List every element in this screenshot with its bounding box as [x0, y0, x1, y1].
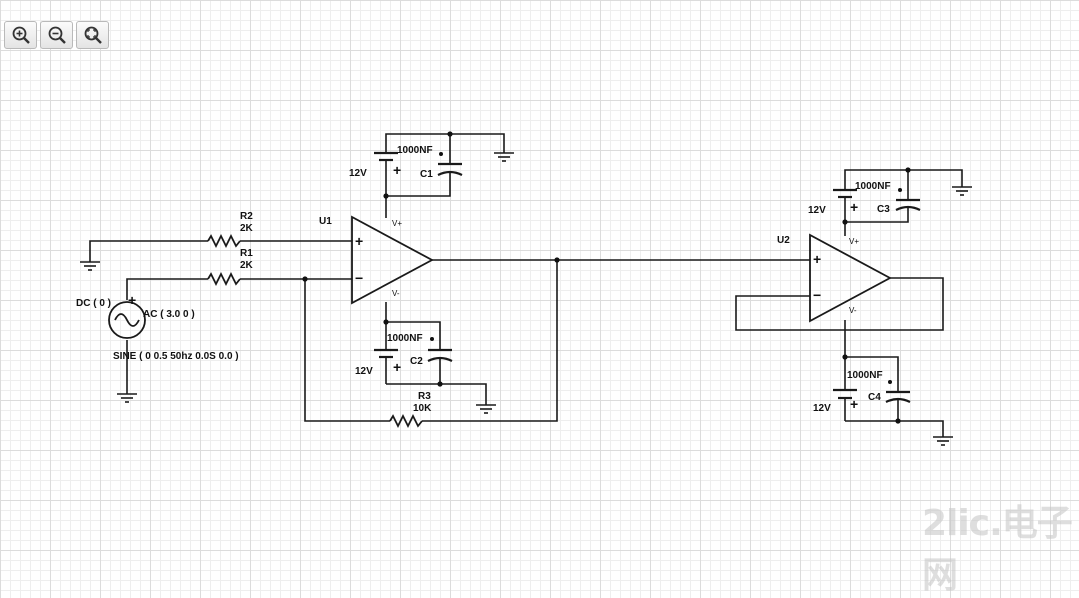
battery-u2-vminus[interactable]: + 12V [813, 388, 858, 414]
svg-text:+: + [128, 292, 136, 308]
svg-text:C3: C3 [877, 204, 890, 215]
svg-text:12V: 12V [813, 403, 831, 414]
ground-source [117, 393, 137, 403]
opamp-u2[interactable]: + − U2 V+ V- [777, 233, 892, 323]
svg-text:+: + [850, 199, 858, 215]
ac-voltage-source[interactable]: + DC ( 0 ) AC ( 3.0 0 ) SINE ( 0 0.5 50h… [76, 292, 239, 362]
resistor-r2[interactable]: R2 2K [207, 211, 254, 249]
resistor-r3[interactable]: R3 10K [389, 391, 432, 429]
zoom-fit-icon [84, 26, 102, 44]
svg-text:AC ( 3.0 0 ): AC ( 3.0 0 ) [143, 309, 195, 320]
capacitor-c4[interactable]: 1000NF C4 [847, 370, 911, 403]
capacitor-c2[interactable]: 1000NF C2 [387, 333, 453, 367]
svg-text:1000NF: 1000NF [855, 181, 891, 192]
svg-text:1000NF: 1000NF [397, 145, 433, 156]
svg-text:+: + [393, 359, 401, 375]
svg-text:+: + [393, 162, 401, 178]
resistor-r1[interactable]: R1 2K [207, 248, 254, 287]
battery-u2-vplus[interactable]: + 12V [808, 188, 858, 216]
zoom-out-icon [48, 26, 66, 44]
zoom-out-button[interactable] [40, 21, 73, 49]
junctions [302, 131, 911, 424]
ground-c3 [952, 186, 972, 196]
svg-text:C2: C2 [410, 356, 423, 367]
battery-u1-vplus[interactable]: + 12V [349, 151, 401, 179]
svg-text:12V: 12V [808, 205, 826, 216]
svg-text:V-: V- [392, 289, 400, 298]
svg-text:R1: R1 [240, 248, 253, 259]
ground-c1 [494, 152, 514, 162]
site-watermark: 2lic.电子网 [922, 503, 1073, 596]
svg-text:R2: R2 [240, 211, 253, 222]
capacitor-c3[interactable]: 1000NF C3 [855, 181, 921, 215]
svg-text:1000NF: 1000NF [387, 333, 423, 344]
battery-u1-vminus[interactable]: + 12V [355, 348, 401, 377]
svg-text:R3: R3 [418, 391, 431, 402]
svg-text:V+: V+ [392, 219, 402, 228]
svg-text:12V: 12V [355, 366, 373, 377]
svg-text:−: − [355, 270, 363, 286]
circuit-schematic: + − U1 V+ V- + − U2 V+ V- R2 2K R1 2K R3… [76, 131, 972, 446]
u2-label: U2 [777, 235, 790, 246]
svg-text:SINE ( 0 0.5 50hz 0.0S 0.0 ): SINE ( 0 0.5 50hz 0.0S 0.0 ) [113, 351, 239, 362]
zoom-fit-button[interactable] [76, 21, 109, 49]
svg-text:+: + [813, 251, 821, 267]
zoom-in-button[interactable] [4, 21, 37, 49]
opamp-u1[interactable]: + − U1 V+ V- [319, 215, 434, 305]
ground-r2 [80, 261, 100, 271]
wires [89, 133, 963, 437]
svg-text:V-: V- [849, 306, 857, 315]
svg-text:DC ( 0 ): DC ( 0 ) [76, 298, 111, 309]
capacitor-c1[interactable]: 1000NF C1 [397, 145, 463, 180]
svg-text:+: + [355, 233, 363, 249]
zoom-in-icon [12, 26, 30, 44]
svg-text:2K: 2K [240, 223, 254, 234]
zoom-toolbar [4, 21, 109, 49]
svg-text:−: − [813, 287, 821, 303]
ground-c4 [933, 436, 953, 446]
svg-text:C1: C1 [420, 169, 433, 180]
svg-text:V+: V+ [849, 237, 859, 246]
svg-text:12V: 12V [349, 168, 367, 179]
u1-label: U1 [319, 216, 332, 227]
svg-text:2K: 2K [240, 260, 254, 271]
svg-text:+: + [850, 396, 858, 412]
svg-text:C4: C4 [868, 392, 881, 403]
svg-text:1000NF: 1000NF [847, 370, 883, 381]
ground-c2 [476, 404, 496, 414]
svg-text:10K: 10K [413, 403, 432, 414]
